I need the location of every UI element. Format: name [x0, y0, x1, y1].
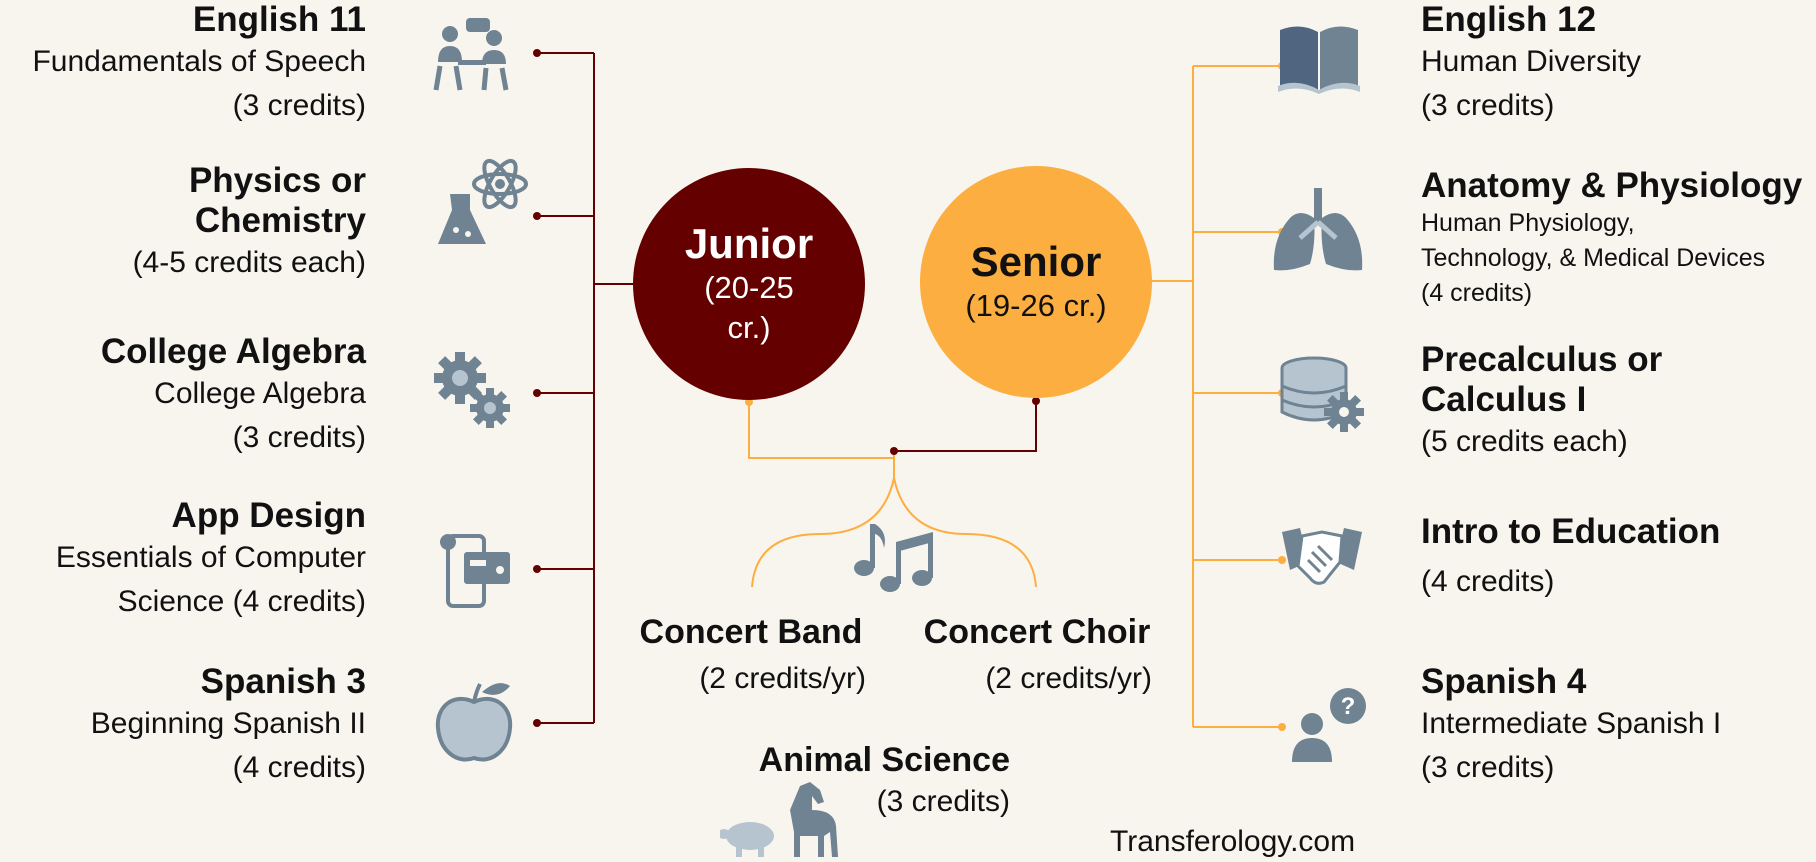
- right-course-anatomy: Anatomy & Physiology Human Physiology, T…: [1421, 166, 1802, 311]
- senior-circle: Senior (19-26 cr.): [920, 166, 1152, 398]
- course-title: College Algebra: [100, 332, 366, 371]
- svg-text:?: ?: [1341, 693, 1356, 720]
- left-course-english-11: English 11 Fundamentals of Speech (3 cre…: [32, 0, 366, 128]
- junior-circle: Junior (20-25 cr.): [633, 168, 865, 400]
- course-credits: (3 credits): [232, 421, 366, 454]
- senior-credits: (19-26 cr.): [965, 288, 1107, 323]
- lungs-icon: [1273, 188, 1363, 271]
- course-credits: (4 credits): [1421, 565, 1555, 598]
- database-gear-icon: [1280, 356, 1364, 432]
- junior-dots: [533, 49, 541, 727]
- phone-card-icon: [440, 534, 510, 608]
- elective-animal-science: Animal Science (3 credits): [740, 740, 1010, 824]
- open-book-icon: [1278, 26, 1360, 94]
- course-desc: Intermediate Spanish I: [1421, 707, 1722, 740]
- course-desc: Technology, & Medical Devices: [1421, 244, 1766, 272]
- course-credits: Science (4 credits): [117, 585, 366, 618]
- footer-site: Transferology.com: [1110, 825, 1356, 858]
- course-credits: (4 credits): [232, 751, 366, 784]
- elective-concert-choir: Concert Choir: [922, 612, 1152, 652]
- junior-label: Junior: [684, 220, 814, 267]
- horse-pig-icon: [720, 782, 838, 857]
- left-course-college-algebra: College Algebra College Algebra (3 credi…: [101, 332, 366, 460]
- course-desc: Essentials of Computer: [55, 541, 366, 574]
- person-question-icon: ?: [1292, 688, 1366, 762]
- course-title: Intro to Education: [1421, 512, 1721, 551]
- elective-credits: (2 credits/yr): [699, 662, 866, 695]
- course-desc: Human Physiology,: [1421, 209, 1635, 237]
- course-credits: (4-5 credits each): [132, 246, 366, 279]
- course-title: English 11: [192, 0, 366, 39]
- atom-flask-icon: [438, 158, 528, 244]
- course-title: App Design: [171, 496, 366, 535]
- speech-people-icon: [433, 18, 509, 91]
- elective-title: Animal Science: [758, 741, 1010, 779]
- course-title: Precalculus or: [1421, 340, 1663, 379]
- music-notes-icon: [854, 524, 933, 592]
- course-credits: (4 credits): [1421, 279, 1533, 307]
- course-title: English 12: [1421, 0, 1597, 39]
- course-title: Anatomy & Physiology: [1421, 166, 1803, 205]
- course-title: Spanish 3: [200, 662, 366, 701]
- course-desc: College Algebra: [154, 377, 366, 410]
- course-credits: (3 credits): [1421, 89, 1555, 122]
- junior-credits: cr.): [727, 310, 771, 345]
- right-course-english-12: English 12 Human Diversity (3 credits): [1421, 0, 1641, 128]
- left-course-app-design: App Design Essentials of Computer Scienc…: [56, 496, 366, 624]
- right-course-intro-education: Intro to Education (4 credits): [1421, 512, 1720, 604]
- course-credits: (3 credits): [1421, 751, 1555, 784]
- elective-choir-credits-wrap: (2 credits/yr): [946, 657, 1152, 701]
- course-desc: Fundamentals of Speech: [32, 45, 366, 78]
- junior-credits: (20-25: [704, 270, 794, 305]
- elective-credits: (3 credits): [876, 785, 1010, 818]
- apple-icon: [435, 683, 513, 762]
- elective-credits: (2 credits/yr): [985, 662, 1152, 695]
- course-desc: Beginning Spanish II: [90, 707, 366, 740]
- senior-connectors: [1152, 65, 1282, 728]
- course-title: Calculus I: [1421, 380, 1587, 419]
- left-course-spanish-3: Spanish 3 Beginning Spanish II (4 credit…: [91, 662, 366, 790]
- course-title: Physics or: [188, 161, 366, 200]
- right-course-precalculus: Precalculus or Calculus I (5 credits eac…: [1421, 340, 1662, 464]
- course-title: Spanish 4: [1421, 662, 1587, 701]
- elective-title: Concert Choir: [923, 613, 1151, 651]
- elective-band-credits-wrap: (2 credits/yr): [660, 657, 866, 701]
- left-course-physics-chemistry: Physics or Chemistry (4-5 credits each): [133, 161, 366, 285]
- elective-concert-band: Concert Band: [636, 612, 866, 652]
- course-credits: (3 credits): [232, 89, 366, 122]
- gears-icon: [434, 352, 510, 428]
- course-desc: Human Diversity: [1421, 45, 1642, 78]
- course-credits: (5 credits each): [1421, 425, 1628, 458]
- junior-connectors: [537, 52, 634, 724]
- handshake-icon: [1282, 528, 1362, 585]
- elective-title: Concert Band: [639, 613, 863, 651]
- senior-label: Senior: [970, 238, 1102, 285]
- course-title: Chemistry: [194, 201, 366, 240]
- right-course-spanish-4: Spanish 4 Intermediate Spanish I (3 cred…: [1421, 662, 1721, 790]
